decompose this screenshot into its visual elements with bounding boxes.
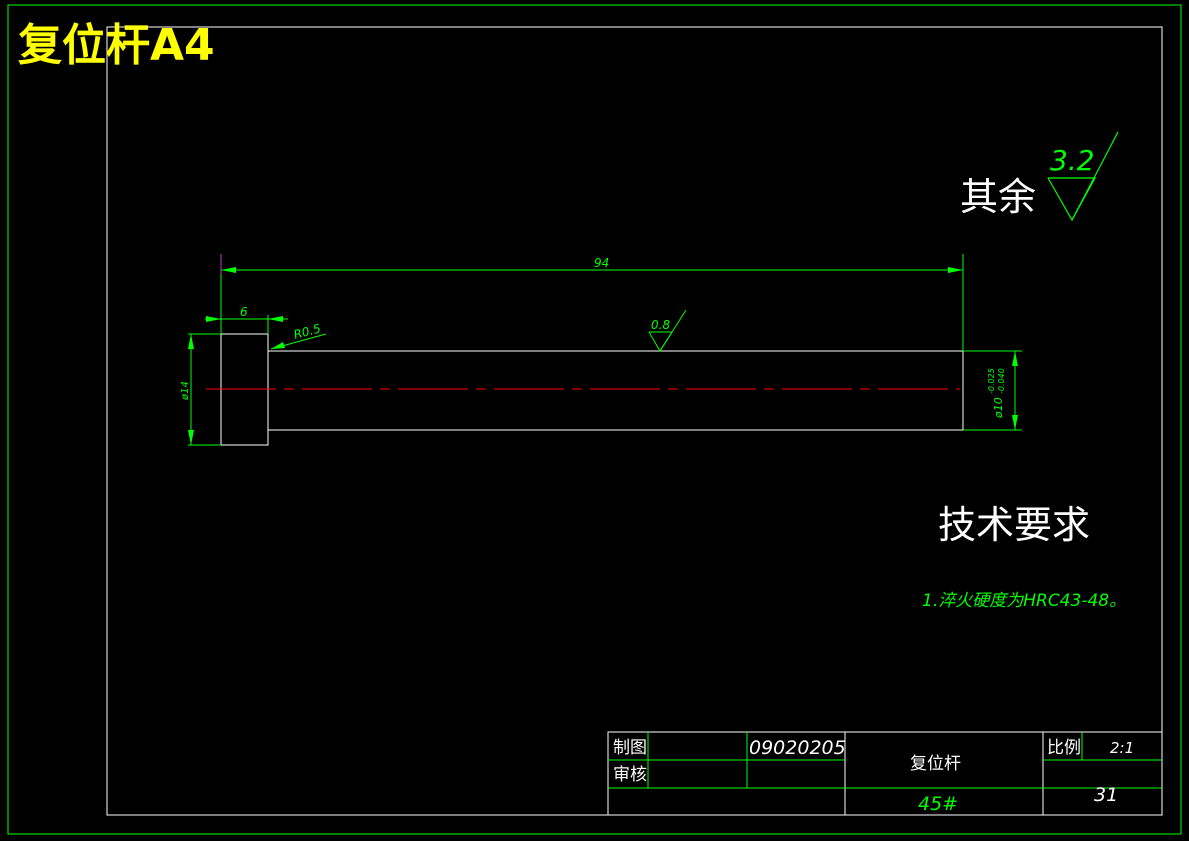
- title-block-checked-label: 审核: [613, 765, 647, 785]
- part-shaft: [268, 350, 964, 431]
- title-block-sheet-number: 31: [1094, 784, 1118, 806]
- general-surface-finish: 其余 3.2: [960, 131, 1119, 222]
- shaft-surface-finish-value: 0.8: [651, 318, 670, 332]
- outer-frame: [7, 4, 1182, 835]
- title-block-drawn-label: 制图: [613, 738, 647, 758]
- tech-req-item: 1.淬火硬度为HRC43-48。: [922, 591, 1126, 611]
- title-block-scale-label: 比例: [1047, 738, 1081, 758]
- title-block-material: 45#: [918, 793, 958, 815]
- dim-fillet-text: R0.5: [292, 321, 322, 342]
- surface-finish-value: 3.2: [1050, 144, 1095, 177]
- dim-shaft-tol-lower: -0.040: [997, 368, 1006, 394]
- shaft-surface-finish: 0.8: [648, 309, 687, 352]
- dim-fillet: R0.5: [270, 321, 327, 350]
- dim-head-length: 6: [205, 305, 288, 322]
- surface-finish-prefix: 其余: [960, 175, 1036, 219]
- dim-shaft-diameter-text: ø10: [992, 397, 1005, 419]
- drawing-title: 复位杆A4: [18, 20, 215, 71]
- title-block-drawing-number: 09020205: [749, 737, 846, 759]
- title-block-scale-value: 2:1: [1110, 739, 1134, 757]
- dim-shaft-diameter: ø10 -0.025 -0.040: [987, 351, 1018, 430]
- title-block-part-name: 复位杆: [910, 754, 961, 774]
- dim-overall-length: 94: [221, 256, 963, 273]
- dim-overall-length-text: 94: [594, 256, 609, 270]
- dim-head-length-text: 6: [240, 305, 248, 319]
- dim-head-diameter: ø14: [180, 334, 194, 445]
- dim-head-diameter-text: ø14: [180, 381, 191, 401]
- dim-shaft-tol-upper: -0.025: [987, 368, 996, 394]
- title-block: 制图 审核 09020205 复位杆 45# 比例 2:1 31: [607, 731, 1163, 816]
- tech-req-heading: 技术要求: [938, 503, 1090, 547]
